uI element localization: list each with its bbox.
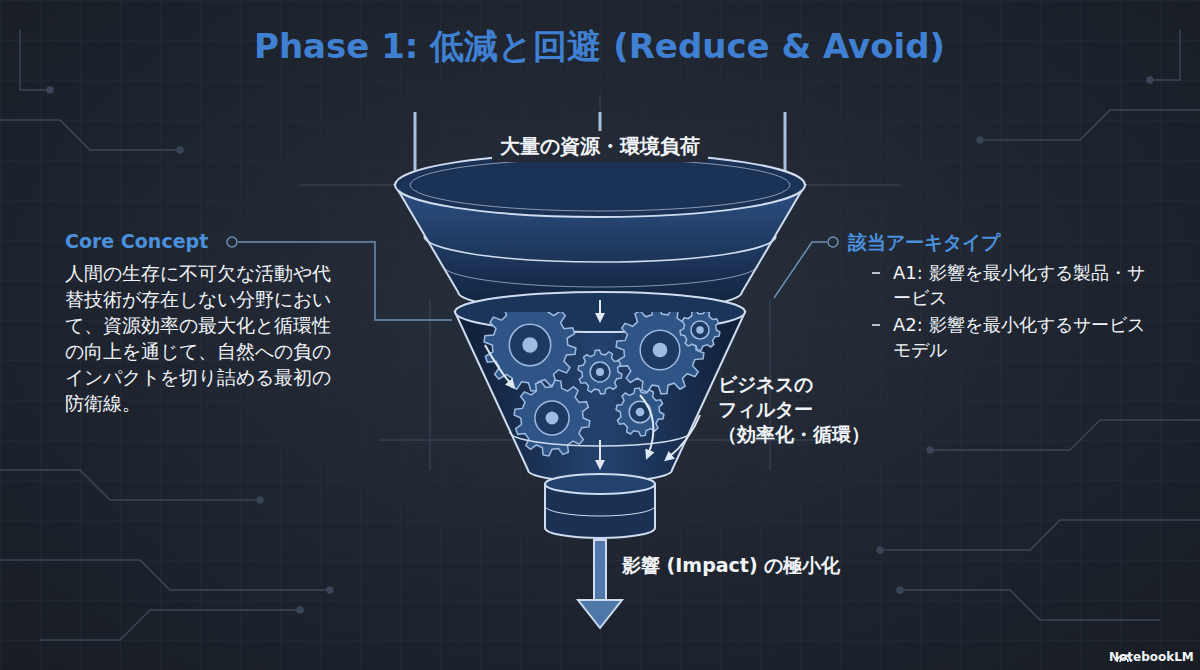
circuit-trace <box>880 520 1200 550</box>
filter-label: ビジネスの フィルター （効率化・循環） <box>718 372 888 447</box>
archetype-item: A2: 影響を最小化するサービスモデル <box>893 312 1161 362</box>
circuit-trace <box>980 110 1200 140</box>
watermark: NotebookLM <box>1109 650 1194 664</box>
circuit-trace <box>1150 30 1180 80</box>
trace-dot <box>297 607 303 613</box>
section-heading: Core Concept <box>65 230 208 252</box>
circuit-trace <box>900 590 1160 620</box>
trace-dot <box>1147 77 1153 83</box>
circuit-trace <box>20 30 50 90</box>
title: Phase 1: 低減と回避 (Reduce & Avoid) <box>254 24 945 70</box>
trace-dot <box>897 587 903 593</box>
circuit-trace <box>0 470 260 500</box>
concept-text: 人間の生存に不可欠な活動や代替技術が存在しない分野において、資源効率の最大化と循… <box>65 260 347 416</box>
circuit-trace <box>930 420 1200 450</box>
trace-dot <box>877 547 883 553</box>
section-heading: 該当アーキタイプ <box>848 230 1000 256</box>
circuit-trace <box>0 560 330 590</box>
gear <box>680 310 720 350</box>
circuit-trace <box>0 120 180 150</box>
gear <box>484 299 576 391</box>
trace-dot <box>977 137 983 143</box>
trace-dot <box>47 87 53 93</box>
input-label: 大量の資源・環境負荷 <box>492 131 708 162</box>
trace-dot <box>927 447 933 453</box>
archetype-item: A1: 影響を最小化する製品・サービス <box>893 260 1161 310</box>
trace-dot <box>257 497 263 503</box>
output-label: 影響 (Impact) の極小化 <box>622 553 840 579</box>
gear <box>578 350 622 394</box>
trace-dot <box>177 147 183 153</box>
circuit-trace <box>40 610 300 640</box>
trace-dot <box>327 587 333 593</box>
